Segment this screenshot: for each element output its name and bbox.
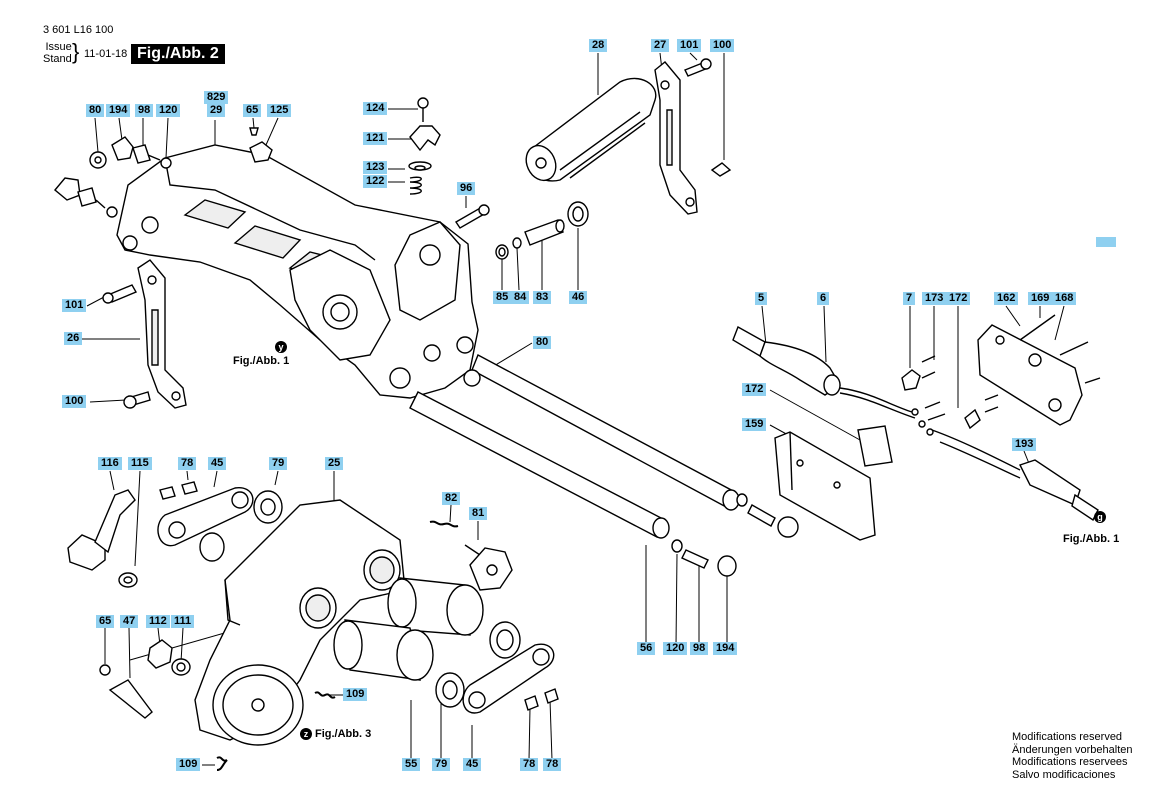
- part-label: 109: [176, 758, 201, 771]
- part-label: 78: [520, 758, 539, 771]
- part-label: 79: [269, 457, 288, 470]
- modifications-note: Modifications reserved Änderungen vorbeh…: [1012, 731, 1132, 781]
- part-label: 193: [1012, 438, 1037, 451]
- part-label: 100: [62, 395, 87, 408]
- part-label: 80: [533, 336, 552, 349]
- part-label: 25: [325, 457, 344, 470]
- part-label: 6: [817, 292, 830, 305]
- side-tab-marker: [1096, 237, 1116, 247]
- issue-stand-label: Issue Stand: [43, 41, 72, 65]
- part-label: 81: [469, 507, 488, 520]
- part-label: 46: [569, 291, 588, 304]
- part-label: 168: [1052, 292, 1077, 305]
- mods-line: Änderungen vorbehalten: [1012, 743, 1133, 756]
- part-label: 121: [363, 132, 388, 145]
- part-label: 123: [363, 161, 388, 174]
- mods-line: Salvo modificaciones: [1012, 768, 1116, 781]
- part-label: 122: [363, 175, 388, 188]
- part-label: 194: [106, 104, 131, 117]
- brace: }: [72, 39, 80, 64]
- part-label: 111: [171, 615, 195, 628]
- part-label: 125: [267, 104, 292, 117]
- part-label: 28: [589, 39, 608, 52]
- part-label: 79: [432, 758, 451, 771]
- part-label: 65: [96, 615, 115, 628]
- part-label: 101: [62, 299, 87, 312]
- figure-ref-g-text: Fig./Abb. 1: [1063, 533, 1120, 545]
- part-label: 47: [120, 615, 139, 628]
- part-label: 26: [64, 332, 83, 345]
- ref-symbol: g: [1094, 511, 1106, 524]
- part-label: 162: [994, 292, 1019, 305]
- part-label: 172: [946, 292, 971, 305]
- figure-ref-y-text: Fig./Abb. 1: [233, 355, 290, 367]
- ref-symbol: y: [275, 341, 287, 354]
- part-label: 116: [98, 457, 122, 470]
- part-label: 172: [742, 383, 767, 396]
- figure-ref-y: y: [275, 341, 290, 354]
- figure-ref-g: g: [1094, 511, 1109, 524]
- part-label: 194: [713, 642, 738, 655]
- issue-date: 11-01-18: [84, 48, 128, 60]
- part-label: 56: [637, 642, 656, 655]
- part-label: 829: [204, 91, 229, 104]
- part-label: 109: [343, 688, 368, 701]
- part-label: 120: [156, 104, 181, 117]
- document-code: 3 601 L16 100: [43, 24, 114, 36]
- part-label: 83: [533, 291, 552, 304]
- part-label: 45: [463, 758, 482, 771]
- part-label: 78: [543, 758, 562, 771]
- mods-line: Modifications reserved: [1012, 731, 1123, 743]
- part-label: 84: [511, 291, 530, 304]
- part-label: 85: [493, 291, 512, 304]
- part-label: 5: [755, 292, 768, 305]
- part-label: 78: [178, 457, 197, 470]
- part-label: 169: [1028, 292, 1053, 305]
- part-label: 115: [128, 457, 152, 470]
- part-label: 159: [742, 418, 767, 431]
- mods-line: Modifications reservees: [1012, 756, 1128, 768]
- part-label: 98: [135, 104, 154, 117]
- part-label: 112: [146, 615, 170, 628]
- ref-symbol: z: [300, 728, 312, 741]
- figure-ref-z-text: Fig./Abb. 3: [315, 728, 372, 740]
- part-label: 29: [207, 104, 226, 117]
- stand-label: Stand: [43, 53, 72, 65]
- part-label: 98: [690, 642, 709, 655]
- part-label: 82: [442, 492, 461, 505]
- part-label: 65: [243, 104, 262, 117]
- part-label: 100: [710, 39, 735, 52]
- figure-title: Fig./Abb. 2: [131, 44, 225, 64]
- part-label: 80: [86, 104, 105, 117]
- part-label: 124: [363, 102, 388, 115]
- issue-label: Issue: [45, 41, 72, 53]
- part-label: 120: [663, 642, 688, 655]
- part-label: 7: [903, 292, 916, 305]
- part-label: 55: [402, 758, 421, 771]
- part-label: 96: [457, 182, 476, 195]
- part-label: 101: [677, 39, 702, 52]
- part-label: 173: [922, 292, 947, 305]
- part-label: 27: [651, 39, 670, 52]
- part-label: 45: [208, 457, 227, 470]
